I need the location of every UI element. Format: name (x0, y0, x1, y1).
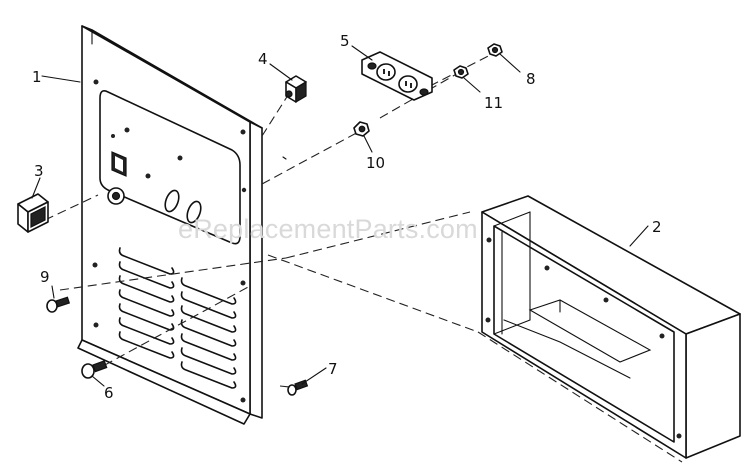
watermark-text: eReplacementParts.com (178, 214, 478, 244)
duplex-receptacle (361, 51, 433, 101)
callout-9: 9 (40, 268, 50, 286)
callout-6: 6 (104, 384, 114, 402)
callout-numbers: 1 2 3 4 5 6 7 8 9 10 11 (32, 32, 662, 402)
callout-11: 11 (484, 94, 503, 112)
control-plate (99, 90, 241, 245)
screw-9 (46, 296, 71, 313)
screw-6 (81, 360, 108, 379)
receptacle-cutout-right (186, 200, 202, 224)
housing-opening (493, 225, 675, 443)
housing-box (481, 195, 741, 459)
control-panel (77, 25, 263, 425)
housing-front-frame (481, 211, 687, 459)
callout-1: 1 (32, 68, 42, 86)
assembly-lines (44, 49, 683, 463)
panel-side-return (249, 121, 263, 419)
callout-5: 5 (340, 32, 350, 50)
nut-11 (453, 65, 469, 79)
housing-side (685, 313, 741, 459)
callout-10: 10 (366, 154, 385, 172)
callout-3: 3 (34, 162, 44, 180)
vent-louvers (118, 247, 237, 389)
leader-lines (31, 45, 649, 387)
callout-7: 7 (328, 360, 338, 378)
nut-8 (487, 43, 503, 57)
callout-8: 8 (526, 70, 536, 88)
terminal-block (285, 75, 307, 104)
rocker-switch (17, 193, 49, 233)
callout-2: 2 (652, 218, 662, 236)
panel-bottom-flange (77, 339, 251, 425)
callout-4: 4 (258, 50, 268, 68)
nut-10 (353, 121, 370, 137)
receptacle-cutout-left (164, 189, 180, 213)
